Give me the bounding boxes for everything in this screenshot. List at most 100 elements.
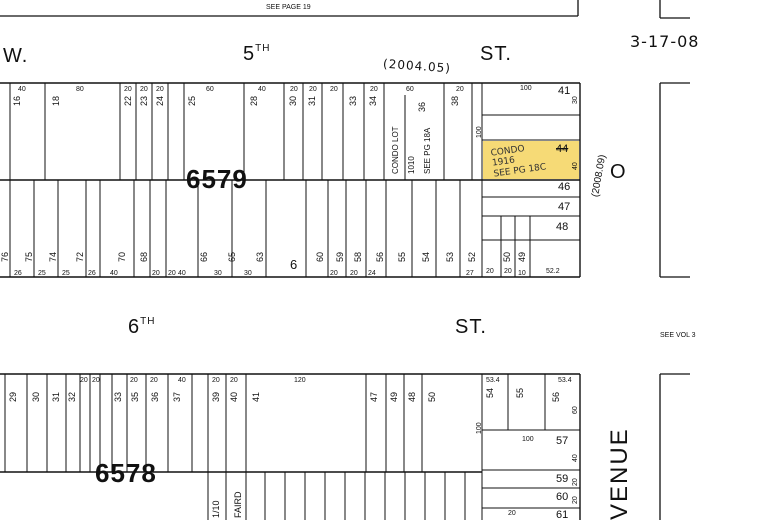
lot-dimension: 100 xyxy=(476,126,483,138)
lot-number: 47 xyxy=(558,201,571,213)
lot-dimension: 20 xyxy=(230,377,238,384)
adjacent-blocks xyxy=(659,82,690,520)
condo-highlight xyxy=(483,141,579,179)
lot-dimension: 20 xyxy=(212,377,220,384)
lot-dimension: 20 xyxy=(130,377,138,384)
lot-number: 56 xyxy=(551,391,561,402)
lot-number: 54 xyxy=(485,387,495,398)
block-6579-lots-right xyxy=(482,114,580,241)
street-5th-suffix: TH xyxy=(255,43,271,54)
block-6578-lots xyxy=(4,374,580,520)
lot-dimension: 40 xyxy=(110,270,118,277)
lot-number: 60 xyxy=(315,251,325,262)
lot-number: 38 xyxy=(450,95,460,106)
lot-number: 75 xyxy=(24,251,34,262)
street-6th-suffix: TH xyxy=(140,316,156,327)
lot-number: 36 xyxy=(150,391,160,402)
lot-number: 56 xyxy=(375,251,385,262)
lot-dimension: 20 xyxy=(456,86,464,93)
lot-number: 72 xyxy=(75,251,85,262)
lot-dimension: 20 xyxy=(168,270,176,277)
street-6th: 6TH xyxy=(128,316,156,338)
see-vol-note: SEE VOL 3 xyxy=(660,332,696,339)
lot-dimension: 20 xyxy=(309,86,317,93)
lot-dimension: 20 xyxy=(572,478,579,486)
lot-dimension: 60 xyxy=(206,86,214,93)
lot-number: 54 xyxy=(421,251,431,262)
block-number-upper: 6579 xyxy=(186,164,248,194)
avenue-o-label: VENUE xyxy=(606,427,633,520)
lot-number: 53 xyxy=(445,251,455,262)
lot-dimension: 27 xyxy=(466,270,474,277)
lot-number: 39 xyxy=(211,391,221,402)
lot-number: 16 xyxy=(12,95,22,106)
lot-dimension: 20 xyxy=(156,86,164,93)
lot-dimension: 20 xyxy=(350,270,358,277)
lot-number: 35 xyxy=(130,391,140,402)
lot-dimension: 26 xyxy=(14,270,22,277)
lot-dimension: 20 xyxy=(508,510,516,517)
lot-dimension: 20 xyxy=(330,270,338,277)
lot-dimension: 100 xyxy=(522,436,534,443)
lot-number: 50 xyxy=(427,391,437,402)
avenue-o-letter: O xyxy=(610,161,627,183)
lot-dimension: 40 xyxy=(18,86,26,93)
lot-number: 68 xyxy=(139,251,149,262)
lot-dimension: 25 xyxy=(62,270,70,277)
date-stamp: 3-17-08 xyxy=(630,32,700,51)
condo-note-line2: 1010 xyxy=(407,156,416,174)
lot-number: 36 xyxy=(417,101,427,112)
lot-dimension: 20 xyxy=(124,86,132,93)
lot-dimension: 40 xyxy=(178,270,186,277)
lot-dimension: 20 xyxy=(140,86,148,93)
street-5th-type: ST. xyxy=(480,43,512,65)
lot-dimension: 40 xyxy=(178,377,186,384)
block-number-lower: 6578 xyxy=(95,458,157,488)
lot-number: 55 xyxy=(397,251,407,262)
lot-number: 49 xyxy=(517,251,527,262)
lot-dimension: 20 xyxy=(370,86,378,93)
lot-number: 66 xyxy=(199,251,209,262)
lot-number: 33 xyxy=(348,95,358,106)
street-6th-type: ST. xyxy=(455,316,487,338)
lot-number: 29 xyxy=(8,391,18,402)
condo-note-line3: SEE PG 18A xyxy=(423,127,432,174)
lot-number: 22 xyxy=(123,95,133,106)
lot-number: 60 xyxy=(556,491,569,503)
lot-dimension: 40 xyxy=(258,86,266,93)
lot-dimension: 10 xyxy=(518,270,526,277)
lot-dimension: 40 xyxy=(572,454,579,462)
lot-number: 31 xyxy=(307,95,317,106)
condo-highlight-lot: 44 xyxy=(556,143,569,155)
lot-dimension: 120 xyxy=(294,377,306,384)
block-6579-outline xyxy=(0,82,581,278)
lot-dimension: 30 xyxy=(572,96,579,104)
lot-number: 41 xyxy=(558,85,571,97)
lot-number: 50 xyxy=(502,251,512,262)
lot-number: 34 xyxy=(368,95,378,106)
lot-dimension: 20 xyxy=(330,86,338,93)
lot-number: 48 xyxy=(556,221,569,233)
lot-number: 76 xyxy=(0,251,10,262)
lot-number: 63 xyxy=(255,251,265,262)
lot-number: 47 xyxy=(369,391,379,402)
lot-number: 46 xyxy=(558,181,571,193)
lot-dimension: 60 xyxy=(572,406,579,414)
lot-number: 33 xyxy=(113,391,123,402)
lot-number: 28 xyxy=(249,95,259,106)
lot-number: 41 xyxy=(251,391,261,402)
lot-dimension: 30 xyxy=(214,270,222,277)
lot-dimension: 100 xyxy=(520,85,532,92)
lot-dimension: 20 xyxy=(572,496,579,504)
block-6579-lots-bottom xyxy=(9,180,531,277)
lot-dimension: 52.2 xyxy=(546,268,560,275)
lot-number: 59 xyxy=(335,251,345,262)
lot-dimension: 20 xyxy=(92,377,100,384)
lot-number: 23 xyxy=(139,95,149,106)
lot-number: 32 xyxy=(67,391,77,402)
lot-number: 58 xyxy=(353,251,363,262)
lot-dimension: 20 xyxy=(486,268,494,275)
condo-note-line1: CONDO LOT xyxy=(391,126,400,174)
